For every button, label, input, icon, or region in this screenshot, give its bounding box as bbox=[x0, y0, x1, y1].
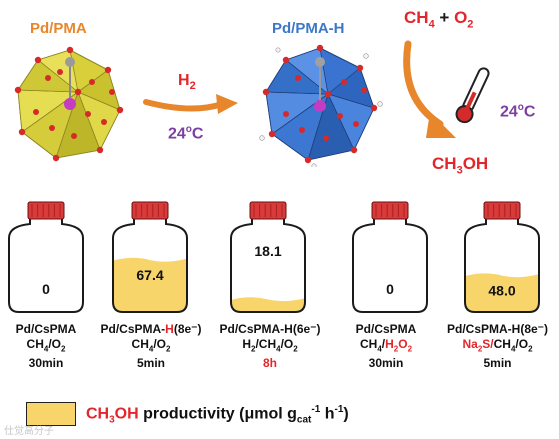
arrow-curved-down-icon bbox=[403, 40, 456, 138]
bottle-outline bbox=[230, 217, 306, 313]
bottle-value: 0 bbox=[386, 281, 394, 297]
bottle-value: 18.1 bbox=[254, 243, 281, 259]
catalyst-label: Pd/CsPMA-H(6e⁻) bbox=[219, 322, 321, 336]
pd-pma-cluster-image bbox=[14, 46, 124, 162]
bottle-value: 67.4 bbox=[136, 267, 163, 283]
legend-swatch bbox=[26, 402, 76, 426]
catalyst-label: Pd/CsPMA bbox=[15, 322, 77, 336]
bottle-4: 0 bbox=[352, 201, 428, 313]
arrow-right-icon bbox=[143, 94, 238, 114]
bottle-3: 18.1 bbox=[230, 201, 306, 313]
gas-label: CH4/O2 bbox=[131, 337, 171, 354]
bottle-cap bbox=[483, 201, 521, 220]
legend-label: CH3OH productivity (μmol gcat-1 h-1) bbox=[86, 404, 349, 426]
temperature-label-2: 24oC bbox=[500, 102, 536, 121]
time-label: 8h bbox=[262, 356, 277, 371]
catalyst-label: Pd/CsPMA-H(8e⁻) bbox=[100, 322, 202, 336]
bottle-body bbox=[9, 218, 83, 312]
bottle-outline bbox=[352, 217, 428, 313]
gas-label: Na2S/CH4/O2 bbox=[462, 337, 533, 354]
bottle-5: 48.0 bbox=[464, 201, 540, 313]
bottle-fill bbox=[113, 257, 187, 312]
bottle-body bbox=[231, 218, 305, 312]
time-label: 30min bbox=[28, 356, 64, 371]
reactants-label: CH4 + O2 bbox=[404, 8, 474, 31]
bottle-2-labels: Pd/CsPMA-H(8e⁻) CH4/O2 5min bbox=[90, 322, 212, 371]
product-label: CH3OH bbox=[432, 154, 489, 177]
bottle-cap bbox=[131, 201, 169, 220]
gas-label: CH4/H2O2 bbox=[359, 337, 413, 354]
bottle-4-labels: Pd/CsPMA CH4/H2O2 30min bbox=[338, 322, 434, 371]
h2-label: H2 bbox=[178, 72, 196, 93]
bottle-fill bbox=[465, 273, 539, 312]
bottle-5-labels: Pd/CsPMA-H(8e⁻) Na2S/CH4/O2 5min bbox=[436, 322, 559, 371]
bottle-2: 67.4 bbox=[112, 201, 188, 313]
temperature-label-1: 24oC bbox=[168, 124, 204, 143]
bottle-fill bbox=[231, 297, 305, 312]
bottle-cap bbox=[371, 201, 409, 220]
bottle-1-labels: Pd/CsPMA CH4/O2 30min bbox=[0, 322, 92, 371]
watermark: 仕觉高分子 bbox=[4, 426, 54, 437]
bottles-panel: 0 67.4 18.1 0 48.0 bbox=[8, 201, 540, 313]
pd-pma-title: Pd/PMA bbox=[30, 20, 87, 37]
bottle-value: 0 bbox=[42, 281, 50, 297]
thermometer-icon bbox=[455, 67, 490, 124]
time-label: 5min bbox=[483, 356, 512, 371]
catalyst-label: Pd/CsPMA bbox=[355, 322, 417, 336]
gas-label: CH4/O2 bbox=[26, 337, 66, 354]
catalyst-label: Pd/CsPMA-H(8e⁻) bbox=[446, 322, 548, 336]
pd-pma-h-cluster-image bbox=[259, 44, 383, 167]
gas-label: H2/CH4/O2 bbox=[242, 337, 298, 354]
time-label: 5min bbox=[136, 356, 165, 371]
time-label: 30min bbox=[368, 356, 404, 371]
bottle-1: 0 bbox=[8, 201, 84, 313]
bottle-3-labels: Pd/CsPMA-H(6e⁻) H2/CH4/O2 8h bbox=[210, 322, 330, 371]
bottle-value: 48.0 bbox=[488, 283, 515, 299]
pd-pma-h-title: Pd/PMA-H bbox=[272, 20, 345, 37]
bottle-outline bbox=[8, 217, 84, 313]
bottle-outline bbox=[112, 217, 188, 313]
bottle-cap bbox=[27, 201, 65, 220]
bottle-cap bbox=[249, 201, 287, 220]
bottle-body bbox=[353, 218, 427, 312]
bottle-outline bbox=[464, 217, 540, 313]
